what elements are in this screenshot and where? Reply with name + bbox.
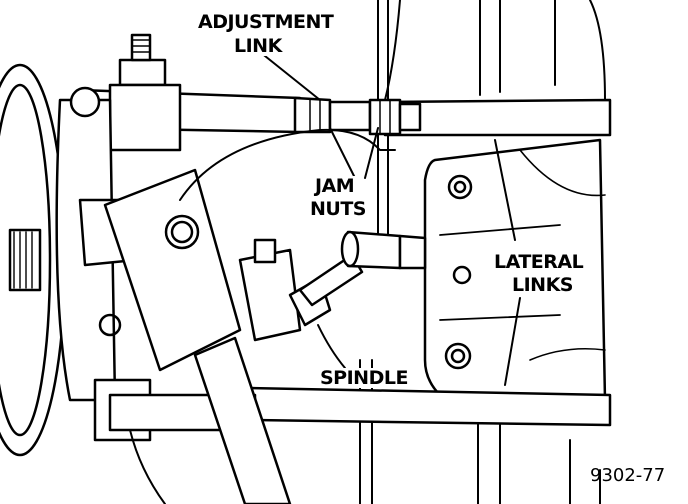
adjustment-link-label-line1: ADJUSTMENT — [196, 11, 336, 33]
lateral-links-label-line1: LATERAL — [492, 251, 586, 273]
adjustment-link-label-line2: LINK — [232, 35, 284, 57]
spring-bracket — [103, 168, 242, 372]
wheel-hub — [0, 63, 67, 457]
jam-nuts-label-line2: NUTS — [308, 198, 368, 220]
leader-lines — [254, 47, 521, 386]
jam-nuts-label-line1: JAM — [313, 175, 357, 197]
lateral-link-lower — [248, 386, 612, 427]
lateral-links-label-line2: LINKS — [510, 274, 575, 296]
brake-line — [179, 0, 401, 201]
figure-number: 9302-77 — [590, 465, 666, 486]
knuckle-top — [108, 33, 182, 152]
lower-arm — [193, 336, 292, 504]
adjustment-link-lower — [298, 230, 427, 307]
spindle-label: SPINDLE — [318, 367, 410, 389]
